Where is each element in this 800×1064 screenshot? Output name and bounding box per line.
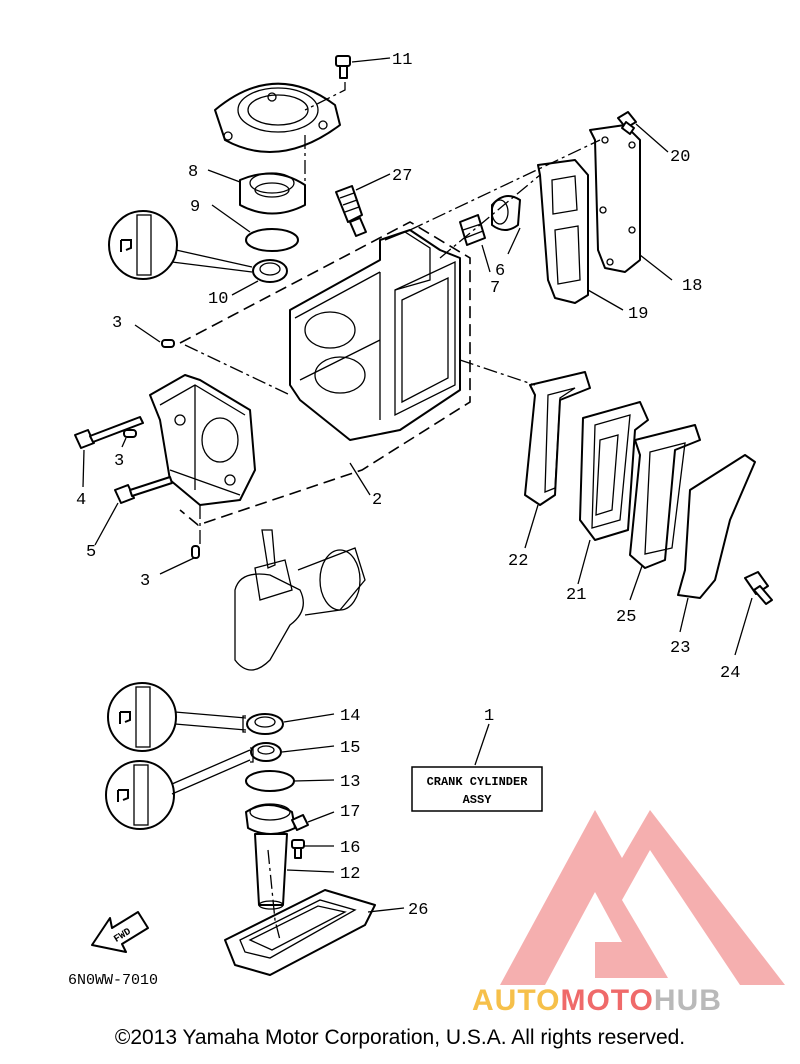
callout-6: 6 [495, 262, 505, 281]
o-ring-13 [245, 770, 295, 792]
callout-27: 27 [392, 167, 412, 186]
callout-20: 20 [670, 148, 690, 167]
callout-2: 2 [372, 491, 382, 510]
callout-numbers: 11 8 27 20 9 6 7 18 10 19 3 3 4 2 5 3 22… [76, 51, 740, 920]
callout-21: 21 [566, 586, 586, 605]
screw-16 [291, 839, 305, 859]
exhaust-outer-cover-23 [677, 454, 756, 599]
svg-text:AUTOMOTOHUB: AUTOMOTOHUB [472, 984, 722, 1017]
callout-16: 16 [340, 839, 360, 858]
leader-lines [82, 57, 753, 913]
crankshaft-phantom [234, 529, 366, 671]
copyright-notice: ©2013 Yamaha Motor Corporation, U.S.A. A… [114, 1026, 686, 1049]
assy-label-line2: ASSY [463, 793, 493, 807]
callout-19: 19 [628, 305, 648, 324]
detail-circle-top [108, 210, 253, 280]
logo-moto: MOTO [560, 984, 653, 1017]
callout-23: 23 [670, 639, 690, 658]
callout-24: 24 [720, 664, 740, 683]
callout-11: 11 [392, 51, 412, 70]
logo-auto: AUTO [472, 984, 560, 1017]
dowel-pin-3a [161, 339, 175, 348]
drawing-code: 6N0WW-7010 [68, 972, 158, 989]
assembly-boundary [179, 221, 471, 526]
fwd-arrow-icon: FWD [91, 911, 149, 953]
assy-label-line1: CRANK CYLINDER [427, 775, 529, 789]
bolt-24 [744, 571, 773, 605]
dowel-pin-3c [191, 545, 200, 559]
gasket-25 [629, 424, 701, 569]
oil-seal-housing [239, 172, 306, 215]
thermostat-7 [459, 214, 486, 246]
callout-17: 17 [340, 803, 360, 822]
oil-seal-10 [252, 259, 288, 283]
callout-1: 1 [484, 707, 494, 726]
detail-circle-middle [107, 682, 247, 752]
water-jacket-cover-18 [589, 124, 641, 273]
callout-3c: 3 [140, 572, 150, 591]
bolt-4 [74, 416, 144, 449]
oil-seal-14 [246, 713, 284, 735]
logo-hub: HUB [654, 984, 722, 1017]
callout-25: 25 [616, 608, 636, 627]
nut-17 [291, 814, 309, 831]
callout-18: 18 [682, 277, 702, 296]
dowel-pin-3b [123, 429, 137, 438]
callout-5: 5 [86, 543, 96, 562]
callout-22: 22 [508, 552, 528, 571]
gasket-19 [537, 159, 589, 304]
callout-8: 8 [188, 163, 198, 182]
bolt-5 [114, 476, 173, 504]
assy-label-box: CRANK CYLINDER ASSY [411, 766, 543, 812]
automotohub-wordmark: AUTOMOTOHUB [472, 984, 722, 1017]
o-ring-9 [245, 228, 299, 252]
callout-14: 14 [340, 707, 360, 726]
crank-cylinder-block [289, 229, 461, 441]
callout-13: 13 [340, 773, 360, 792]
callout-10: 10 [208, 290, 228, 309]
callout-7: 7 [490, 279, 500, 298]
bolt-11 [335, 55, 351, 79]
crankcase-lower-half [149, 374, 256, 506]
exhaust-inner-cover-21 [579, 401, 649, 541]
bolt-20 [617, 111, 637, 135]
callout-3b: 3 [114, 452, 124, 471]
gasket-26 [224, 889, 376, 976]
callout-15: 15 [340, 739, 360, 758]
callout-12: 12 [340, 865, 360, 884]
lower-bearing-housing-12 [245, 803, 296, 910]
callout-3a: 3 [112, 314, 122, 333]
automotohub-logo-mark [500, 810, 785, 985]
spark-plug-27 [335, 185, 367, 237]
callout-26: 26 [408, 901, 428, 920]
callout-9: 9 [190, 198, 200, 217]
crankcase-cover-plate [214, 82, 341, 153]
gasket-22 [524, 371, 591, 506]
thermostat-cover-6 [491, 195, 521, 231]
callout-4: 4 [76, 491, 86, 510]
detail-circle-bottom [105, 747, 254, 830]
alignment-lines [184, 82, 601, 941]
oil-seal-15 [250, 742, 282, 762]
